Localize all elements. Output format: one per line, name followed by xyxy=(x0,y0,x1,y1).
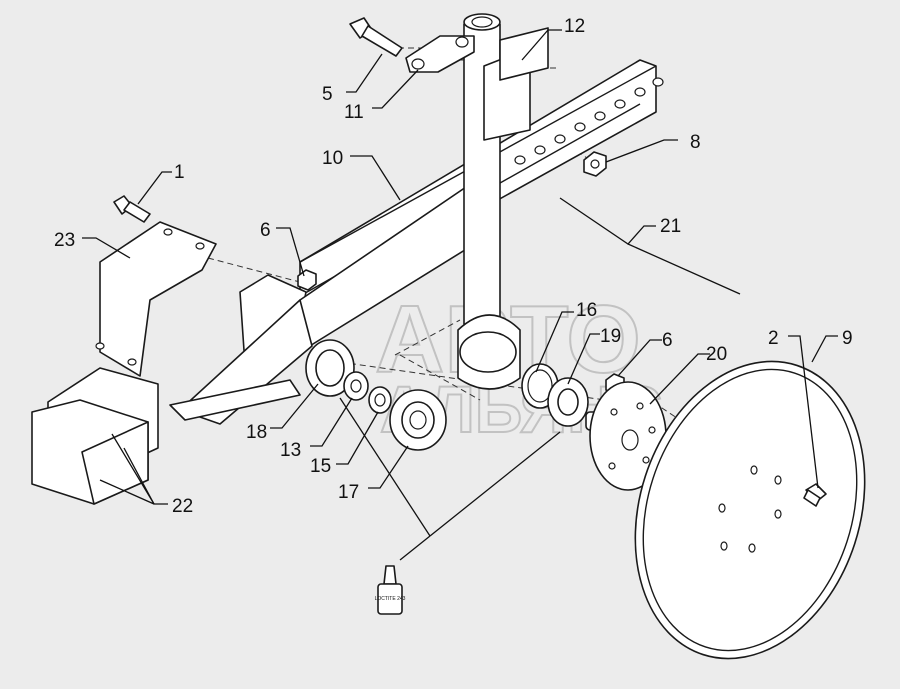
callout-23: 23 xyxy=(54,230,75,251)
callout-6-lower: 6 xyxy=(662,330,673,351)
washer-part-15 xyxy=(343,371,369,401)
beam-holes xyxy=(514,77,664,165)
callout-labels: 1 2 5 6 6 8 9 10 11 12 13 15 16 17 18 19… xyxy=(54,16,853,517)
bracket-part-23 xyxy=(95,221,217,377)
tube-label: LOCTITE 243 xyxy=(375,596,406,602)
callout-20: 20 xyxy=(706,344,727,365)
callout-21: 21 xyxy=(660,216,681,237)
callout-16: 16 xyxy=(576,300,597,321)
callout-12: 12 xyxy=(564,16,585,37)
nut-part-8 xyxy=(583,151,607,177)
bracket-part-12 xyxy=(483,27,549,141)
callout-11: 11 xyxy=(344,102,364,123)
callout-9: 9 xyxy=(842,328,853,349)
hub-part-20 xyxy=(585,381,667,491)
callout-15: 15 xyxy=(310,456,331,477)
bolt-part-5 xyxy=(349,17,403,57)
loctite-tube: LOCTITE 243 xyxy=(375,565,406,615)
callout-5: 5 xyxy=(322,84,333,105)
leader-lines xyxy=(82,29,838,561)
bearing-part-17 xyxy=(389,389,447,451)
callout-6-upper: 6 xyxy=(260,220,271,241)
callout-1: 1 xyxy=(174,162,185,183)
bolt-part-2 xyxy=(803,483,827,507)
callout-19: 19 xyxy=(600,326,621,347)
callout-13: 13 xyxy=(280,440,301,461)
disc-part-9 xyxy=(634,360,866,660)
callout-22: 22 xyxy=(172,496,193,517)
clamp-part-11 xyxy=(405,35,475,73)
callout-17: 17 xyxy=(338,482,359,503)
callout-2: 2 xyxy=(768,328,779,349)
callout-18: 18 xyxy=(246,422,267,443)
washer-part-15b xyxy=(368,386,392,414)
bearing-housing-part-13 xyxy=(305,339,355,397)
bolt-part-1 xyxy=(113,195,151,223)
plates-part-22 xyxy=(31,367,159,505)
callout-8: 8 xyxy=(690,132,701,153)
bearing-part-19 xyxy=(547,377,589,427)
callout-10: 10 xyxy=(322,148,343,169)
nut-part-6-upper xyxy=(297,269,317,291)
